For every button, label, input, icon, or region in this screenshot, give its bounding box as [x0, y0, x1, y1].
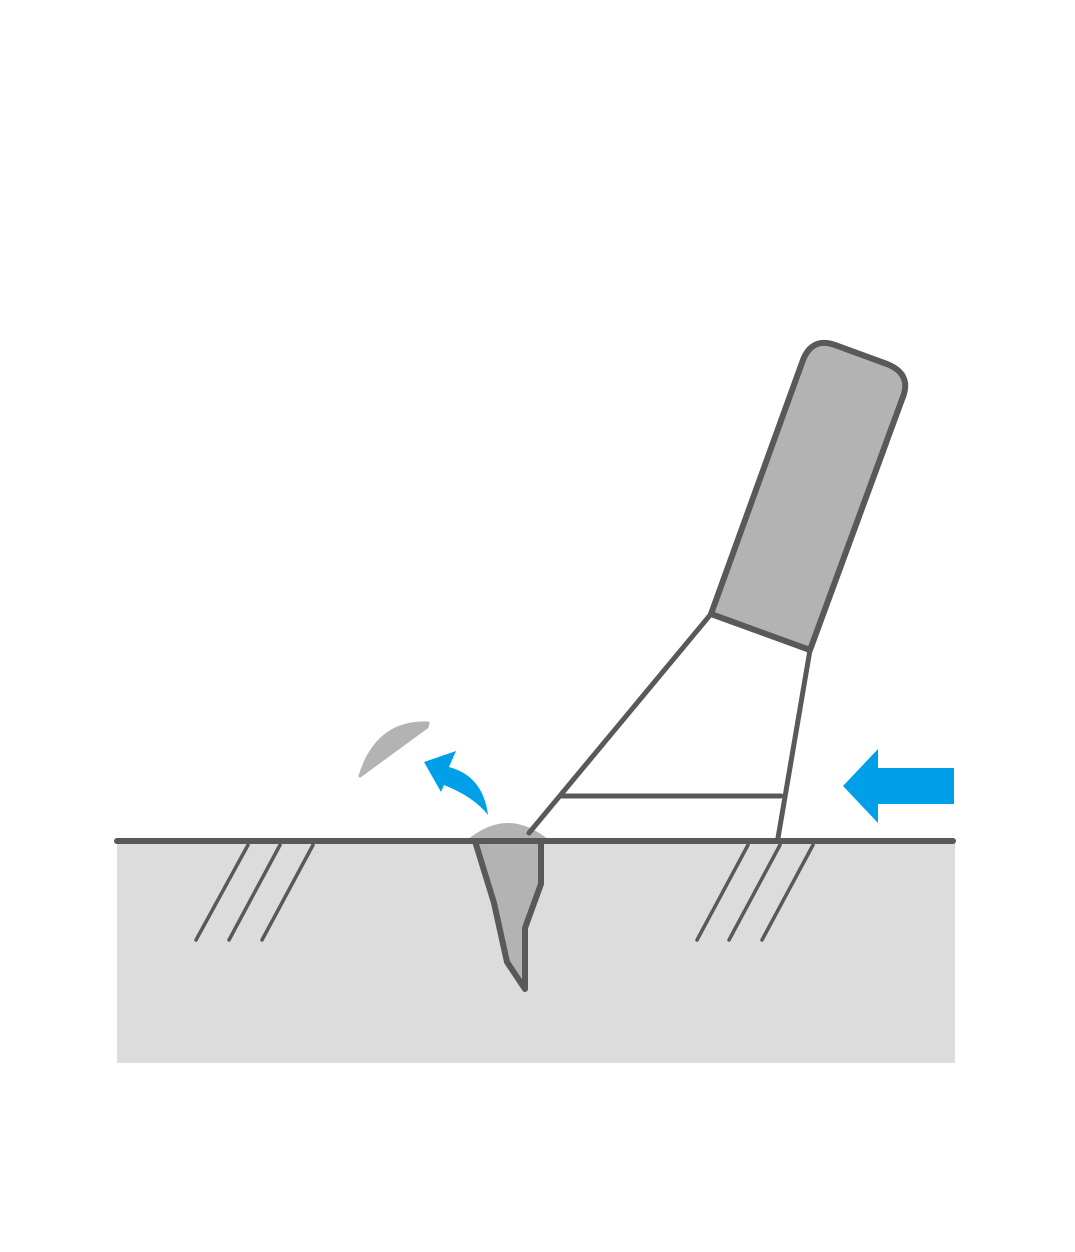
arrow-left-icon	[843, 749, 954, 823]
residue-bump	[466, 823, 550, 841]
surface-hatch-right	[695, 843, 815, 942]
residue-chip	[358, 721, 430, 778]
surface-gouge	[472, 838, 544, 992]
scraper-blade	[526, 611, 813, 841]
scraper-handle	[708, 339, 909, 653]
surface-hatch-left	[194, 843, 315, 942]
curved-arrow-up-left-icon	[424, 751, 488, 815]
